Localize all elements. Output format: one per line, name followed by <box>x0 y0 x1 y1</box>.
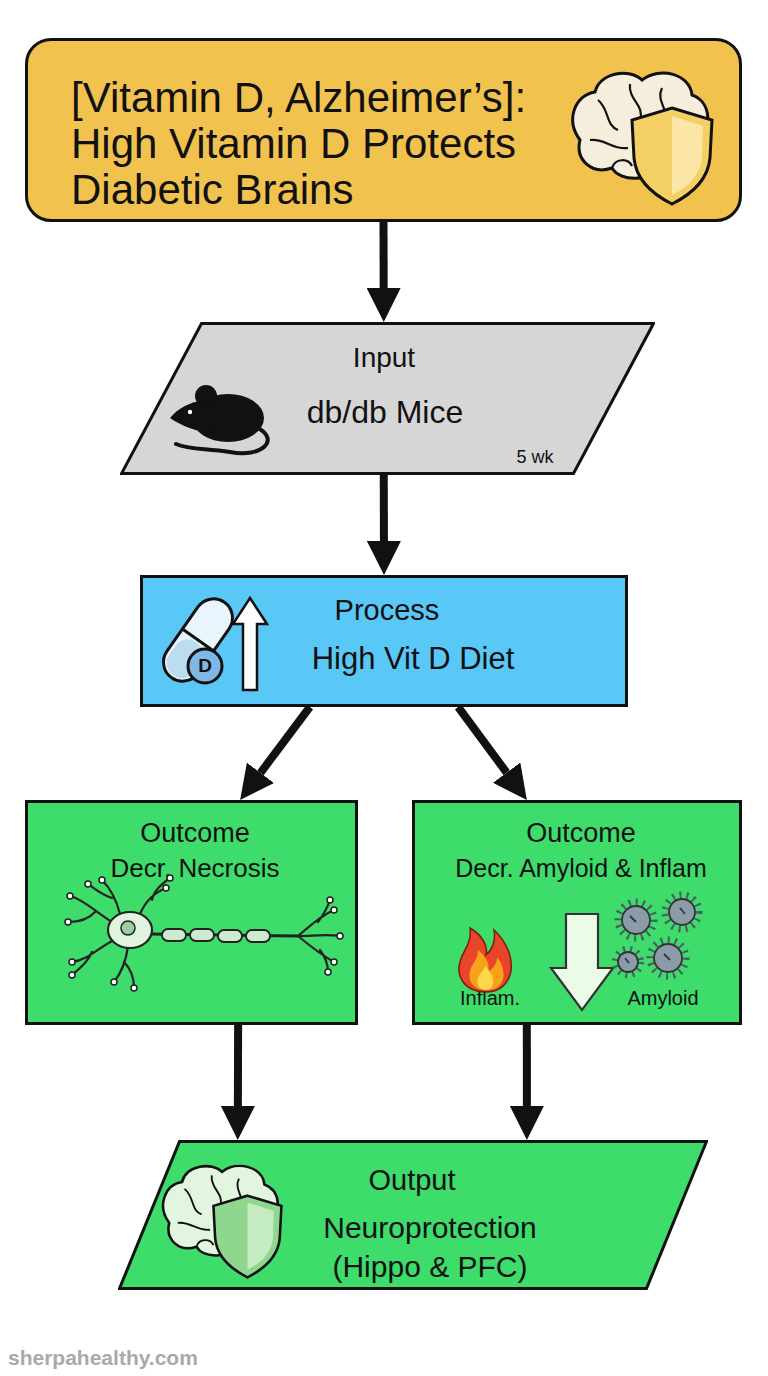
fire-icon <box>459 928 511 992</box>
flow-arrow <box>234 1025 242 1106</box>
flame-core <box>477 966 493 990</box>
parallelogram-outline <box>122 324 654 474</box>
dendrite-tips <box>65 875 173 991</box>
axon-terminal <box>298 900 340 972</box>
node-text: Decr. Amyloid & Inflam <box>420 853 742 883</box>
brain-shield-icon <box>163 1166 281 1277</box>
decrease-arrow <box>551 914 613 1010</box>
flame-middle <box>470 950 504 990</box>
mouse-ear <box>195 385 217 407</box>
pill-icon <box>156 591 267 690</box>
flame-outer <box>459 928 511 992</box>
output-parallelogram: OutputNeuroprotection (Hippo & PFC) <box>118 1140 708 1290</box>
node-heading: Outcome <box>431 817 731 849</box>
axon <box>151 934 298 936</box>
capsule <box>156 591 240 688</box>
mouse-tail <box>176 428 268 453</box>
brain-fold <box>590 84 675 168</box>
mouse-icon <box>170 385 268 453</box>
amyloid-body <box>622 906 650 934</box>
node-heading: Process <box>237 593 537 628</box>
neuron-icon <box>65 875 343 991</box>
vitamin-letter: D <box>198 654 212 677</box>
amyloid-body <box>618 952 638 972</box>
node-heading: Input <box>234 341 534 375</box>
up-arrow <box>233 598 267 690</box>
pill-tablet <box>188 649 222 683</box>
capsule-seam <box>182 629 213 651</box>
flow-arrow <box>458 707 506 773</box>
brain-shape <box>163 1166 278 1255</box>
amyloid-spikes <box>615 949 641 975</box>
nucleus <box>121 921 135 935</box>
watermark: sherpahealthy.com <box>8 1345 198 1370</box>
node-text: db/db Mice <box>225 393 545 431</box>
shield-highlight <box>672 116 703 195</box>
outcome-box: OutcomeDecr. Amyloid & InflamInflam. Amyl… <box>412 800 742 1025</box>
amyloid-spikes <box>618 902 654 938</box>
mouse-eye <box>188 410 192 414</box>
amyloid-spikes <box>665 895 699 929</box>
shield-shape <box>632 108 712 204</box>
process-box: ProcessHigh Vit D Diet <box>140 575 628 707</box>
node-text: High Vit D Diet <box>253 640 573 677</box>
dendrites <box>68 878 170 988</box>
flow-arrow <box>261 707 310 773</box>
brain-shield-icon <box>573 73 712 204</box>
node-text: 5 wk <box>490 446 580 468</box>
cell-body <box>108 912 152 948</box>
node-text: Inflam. <box>440 986 540 1010</box>
flow-arrow <box>523 1025 531 1106</box>
flow-arrow <box>380 222 388 288</box>
mouse-head <box>170 400 212 432</box>
node-text: Decr. Necrosis <box>40 853 350 884</box>
brain-shape <box>573 73 708 178</box>
shield-shape <box>213 1196 281 1278</box>
amyloid-body <box>669 899 695 925</box>
shield-highlight <box>247 1203 273 1270</box>
node-text: Neuroprotection (Hippo & PFC) <box>305 1208 555 1286</box>
terminal-tips <box>325 897 343 975</box>
input-parallelogram: Input db/db Mice 5 wk <box>120 322 655 475</box>
title-box: [Vitamin D, Alzheimer’s]: High Vitamin D… <box>25 38 742 222</box>
amyloid-spikes <box>650 940 686 976</box>
amyloid-body <box>654 944 682 972</box>
myelin-sheath <box>162 929 270 942</box>
node-heading: [Vitamin D, Alzheimer’s]: High Vitamin D… <box>71 75 591 213</box>
node-text: Amyloid <box>608 986 718 1010</box>
amyloid-marks <box>625 908 685 963</box>
node-heading: Outcome <box>45 817 345 849</box>
flow-arrow <box>380 475 388 541</box>
outcome-box: OutcomeDecr. Necrosis <box>25 800 358 1025</box>
brain-fold <box>178 1175 250 1246</box>
parallelogram-outline <box>120 1142 707 1289</box>
node-heading: Output <box>262 1163 562 1198</box>
amyloid-icon <box>615 895 699 976</box>
mouse-body <box>192 394 264 442</box>
